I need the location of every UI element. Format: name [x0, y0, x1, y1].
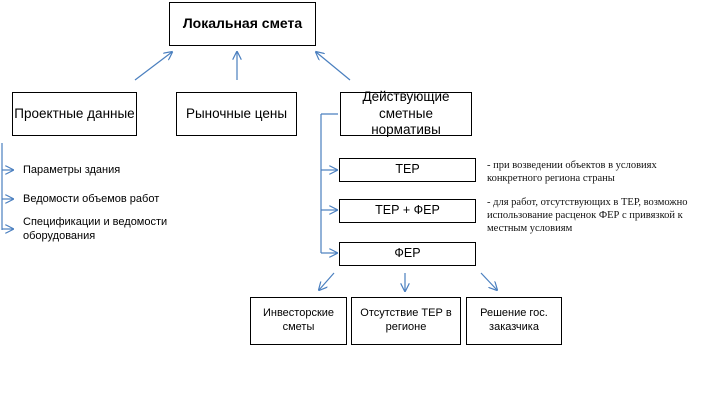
project-item-equipment-specs: Спецификации и ведомости оборудования	[23, 216, 168, 242]
source-box-market-prices: Рыночные цены	[176, 92, 297, 136]
project-item-building-params: Параметры здания	[23, 164, 121, 176]
norm-box-ter: ТЕР	[339, 158, 476, 182]
project-item-work-volumes: Ведомости объемов работ	[23, 193, 160, 205]
note-ter: - при возведении объектов в условиях кон…	[487, 160, 657, 184]
arrow-project-to-root	[134, 52, 172, 81]
arrow-fer-to-decision	[480, 272, 497, 290]
source-box-project-data: Проектные данные	[12, 92, 137, 136]
norm-box-fer: ФЕР	[339, 242, 476, 266]
case-box-no-ter-in-region: Отсутствие ТЕР в регионе	[351, 297, 461, 345]
arrow-norms-to-root	[316, 52, 351, 81]
norm-box-ter-fer: ТЕР + ФЕР	[339, 199, 476, 223]
root-box: Локальная смета	[169, 2, 316, 46]
note-ter-fer: - для работ, отсутствующих в ТЕР, возмож…	[487, 197, 688, 234]
source-box-norms: Действующие сметные нормативы	[340, 89, 472, 137]
arrow-fer-to-investor	[319, 272, 335, 290]
case-box-state-customer-decision: Решение гос. заказчика	[466, 297, 562, 345]
case-box-investor-estimates: Инвесторские сметы	[250, 297, 347, 345]
